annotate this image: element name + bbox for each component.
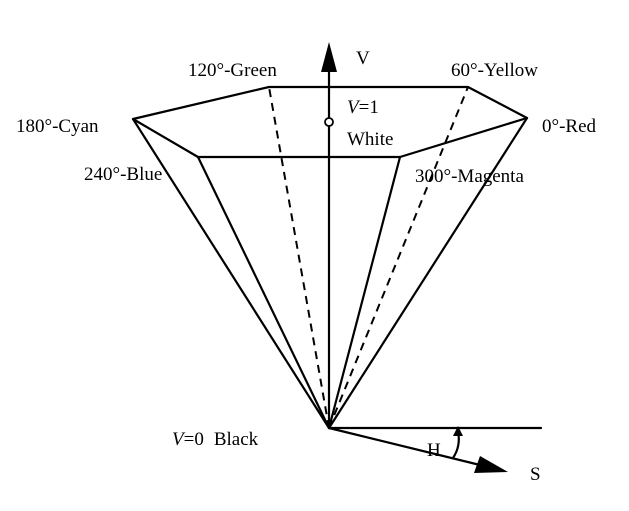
cone-edge-red [327,116,529,430]
hue-angle-arrowhead [453,426,463,436]
cone-edge-magenta [327,155,402,430]
s-axis-arrowhead [474,456,508,473]
v-axis-arrowhead [321,42,337,72]
label-blue: 240°-Blue [84,164,162,185]
label-cyan: 180°-Cyan [16,116,99,137]
label-white-value: V=1 [347,97,379,118]
cone-edge-cyan [131,117,331,430]
label-h-angle: H [427,440,441,461]
label-v-axis: V [356,48,370,69]
cone-edge-blue [196,155,331,430]
label-green: 120°-Green [188,60,277,81]
label-magenta: 300°-Magenta [415,166,524,187]
s-axis [327,426,482,467]
cone-edge-green-hidden [268,86,330,429]
label-red: 0°-Red [542,116,597,137]
label-yellow: 60°-Yellow [451,60,538,81]
label-white-name: White [347,129,393,150]
cone-edge-yellow-hidden [328,86,469,429]
label-s-axis: S [530,464,541,485]
white-point-marker [324,117,334,127]
